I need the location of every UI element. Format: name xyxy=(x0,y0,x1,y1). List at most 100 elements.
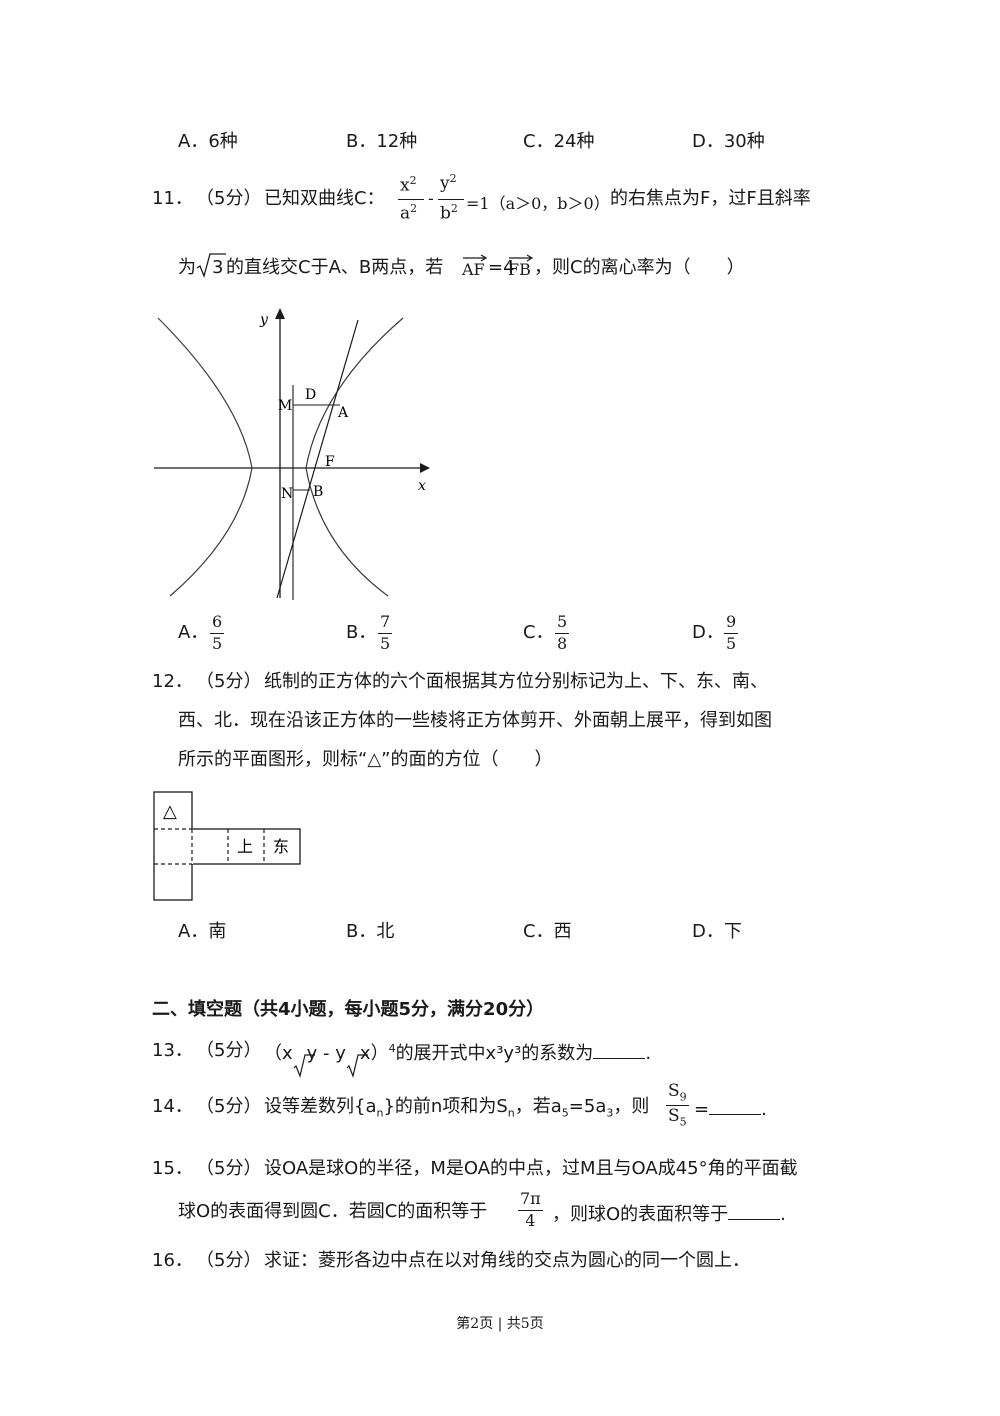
q15-answer-blank xyxy=(728,1203,781,1220)
line-ab xyxy=(276,319,359,599)
q11-line2-a: 为 xyxy=(178,257,196,278)
q11-sqrt-sign xyxy=(196,252,226,282)
q11-a: a xyxy=(400,203,411,224)
q11-a-exp: 2 xyxy=(410,202,418,215)
q13-text: 的展开式中x³y³的系数为 xyxy=(395,1043,594,1064)
q14-text-b: }的前n项和为S xyxy=(383,1096,508,1117)
q12-cube-net-figure: △ 上 东 xyxy=(153,791,301,901)
q13-end: . xyxy=(645,1043,652,1064)
label-n: N xyxy=(281,486,293,502)
q11-number: 11． xyxy=(152,188,193,209)
q14-sub-n2: n xyxy=(507,1106,515,1120)
q11-eq-a-denominator: a2 xyxy=(400,202,417,224)
denominator: S5 xyxy=(668,1105,687,1129)
q10-option-d: D．30种 xyxy=(692,131,765,152)
q14-text-a: 设等差数列{a xyxy=(264,1096,377,1117)
q13-sqrt-y: y xyxy=(306,1043,318,1064)
q11-line2-c: ，则C的离心率为（ ） xyxy=(534,257,745,278)
q13-answer-blank xyxy=(593,1042,646,1059)
q11-hyperbola-figure: y x M D A F N B xyxy=(154,308,430,600)
q15-number: 15． xyxy=(152,1158,193,1179)
y-axis-arrow xyxy=(275,308,285,319)
q10-option-b: B．12种 xyxy=(346,131,418,152)
q12-line2: 西、北．现在沿该正方体的一些棱将正方体剪开、外面朝上展平，得到如图 xyxy=(178,710,772,731)
q15-end: . xyxy=(780,1204,786,1225)
net-up-label: 上 xyxy=(237,837,253,856)
label-d: D xyxy=(305,387,316,403)
q14-text-d: =5a xyxy=(568,1096,607,1117)
numerator: 9 xyxy=(726,612,737,631)
net-east-label: 东 xyxy=(273,837,289,856)
q13-mid: - y xyxy=(317,1043,346,1064)
q11-vector-af: AF xyxy=(462,254,488,279)
q14-score: （5分） xyxy=(196,1096,262,1117)
q14-text: 设等差数列{an}的前n项和为Sn，若a5=5a3，则 xyxy=(264,1098,649,1119)
q11-eq-rest: =1（a＞0，b＞0） xyxy=(466,194,610,213)
numerator: 5 xyxy=(557,612,568,631)
q13-open: （x xyxy=(264,1043,293,1064)
q14-eq: = xyxy=(694,1099,710,1120)
q12-line1: 纸制的正方体的六个面根据其方位分别标记为上、下、东、南、 xyxy=(264,671,768,692)
q11-sqrt3: 3 xyxy=(212,257,224,278)
q14-text-e: ，则 xyxy=(613,1096,650,1117)
label-f: F xyxy=(325,454,335,470)
denominator: 5 xyxy=(726,633,737,653)
q11-fb: FB xyxy=(508,260,531,279)
q15-line2-b: ，则球O的表面积等于. xyxy=(552,1203,786,1224)
q12-score: （5分） xyxy=(196,671,262,692)
q13-score: （5分） xyxy=(196,1040,262,1061)
q15-score: （5分） xyxy=(196,1158,262,1179)
label-b: B xyxy=(313,484,323,500)
q11-x-fraction-bar xyxy=(398,199,424,200)
q10-option-c: C．24种 xyxy=(523,131,595,152)
q16-text: 求证：菱形各边中点在以对角线的交点为圆心的同一个圆上． xyxy=(264,1250,750,1271)
q11-option-d-letter: D． xyxy=(692,622,724,643)
q12-number: 12． xyxy=(152,671,193,692)
denominator: 8 xyxy=(557,633,568,653)
q15-line1: 设OA是球O的半径，M是OA的中点，过M且与OA成45°角的平面截 xyxy=(264,1158,798,1179)
numerator: 6 xyxy=(212,612,223,631)
q11-minus: - xyxy=(428,189,434,209)
q11-eq-y-numerator: y2 xyxy=(440,172,457,194)
label-y: y xyxy=(259,312,269,328)
numerator: S9 xyxy=(668,1081,687,1104)
q12-line3: 所示的平面图形，则标“△”的面的方位（ ） xyxy=(178,749,553,770)
q11-eq-b-denominator: b2 xyxy=(440,202,458,224)
q14-answer-blank xyxy=(709,1098,762,1115)
q11-y: y xyxy=(440,173,450,194)
q14-number: 14． xyxy=(152,1096,193,1117)
q11-option-c-letter: C． xyxy=(523,622,554,643)
q12-option-d: D．下 xyxy=(692,921,742,942)
q11-option-b-letter: B． xyxy=(346,622,377,643)
q14-sub-5: 5 xyxy=(561,1106,569,1120)
q12-option-c: C．西 xyxy=(523,921,572,942)
q14-sub-3: 3 xyxy=(606,1106,614,1120)
q11-option-a-letter: A． xyxy=(178,622,209,643)
q12-option-b: B．北 xyxy=(346,921,395,942)
q10-option-a: A．6种 xyxy=(178,131,238,152)
q11-text-after: 的右焦点为F，过F且斜率 xyxy=(610,188,811,209)
net-triangle-label: △ xyxy=(163,801,177,822)
q11-eq-x-numerator: x2 xyxy=(400,174,417,196)
numerator: 7 xyxy=(380,612,391,631)
q11-b-exp: 2 xyxy=(450,202,458,215)
vector-arrow-icon xyxy=(509,254,534,262)
page-footer: 第2页 | 共5页 xyxy=(456,1316,544,1332)
q11-x: x xyxy=(400,175,410,196)
q11-eq4: =4 xyxy=(488,257,515,278)
q11-x-exp: 2 xyxy=(409,174,417,187)
q15-line2-b-text: ，则球O的表面积等于 xyxy=(552,1204,729,1225)
q15-line2-a: 球O的表面得到圆C．若圆C的面积等于 xyxy=(178,1201,488,1222)
section-2-title: 二、填空题（共4小题，每小题5分，满分20分） xyxy=(152,999,545,1020)
denominator: 4 xyxy=(525,1210,536,1230)
q11-line2-b: 的直线交C于A、B两点，若 xyxy=(226,257,444,278)
label-x: x xyxy=(418,478,426,494)
q11-text-before: 已知双曲线C： xyxy=(264,188,385,209)
label-m: M xyxy=(278,398,292,414)
q11-y-exp: 2 xyxy=(449,172,457,185)
